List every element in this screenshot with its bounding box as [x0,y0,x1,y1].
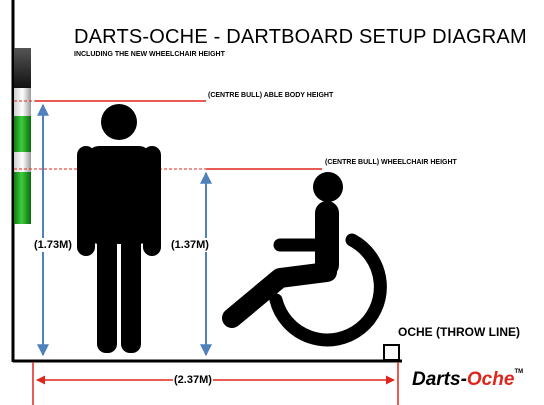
dartboard-profile-icon [14,48,31,224]
wheelchair-height-label: (CENTRE BULL) WHEELCHAIR HEIGHT [325,159,457,166]
page-title: DARTS-OCHE - DARTBOARD SETUP DIAGRAM [74,26,527,48]
wheelchair-person-icon [222,172,387,347]
brand-logo: Darts-OcheTM [412,369,523,391]
logo-text-part2: Oche [466,369,515,390]
oche-label: OCHE (THROW LINE) [398,325,520,339]
logo-text-part1: Darts- [412,369,467,390]
oche-marker [383,344,400,361]
standing-person-icon [77,104,161,353]
able-height-label: (CENTRE BULL) ABLE BODY HEIGHT [208,92,334,99]
oche-distance-measure: (2.37M) [173,373,213,387]
logo-trademark: TM [514,369,524,375]
able-height-measure: (1.73M) [33,238,73,252]
page-subtitle: INCLUDING THE NEW WHEELCHAIR HEIGHT [74,51,225,58]
wheelchair-height-measure: (1.37M) [170,238,210,252]
